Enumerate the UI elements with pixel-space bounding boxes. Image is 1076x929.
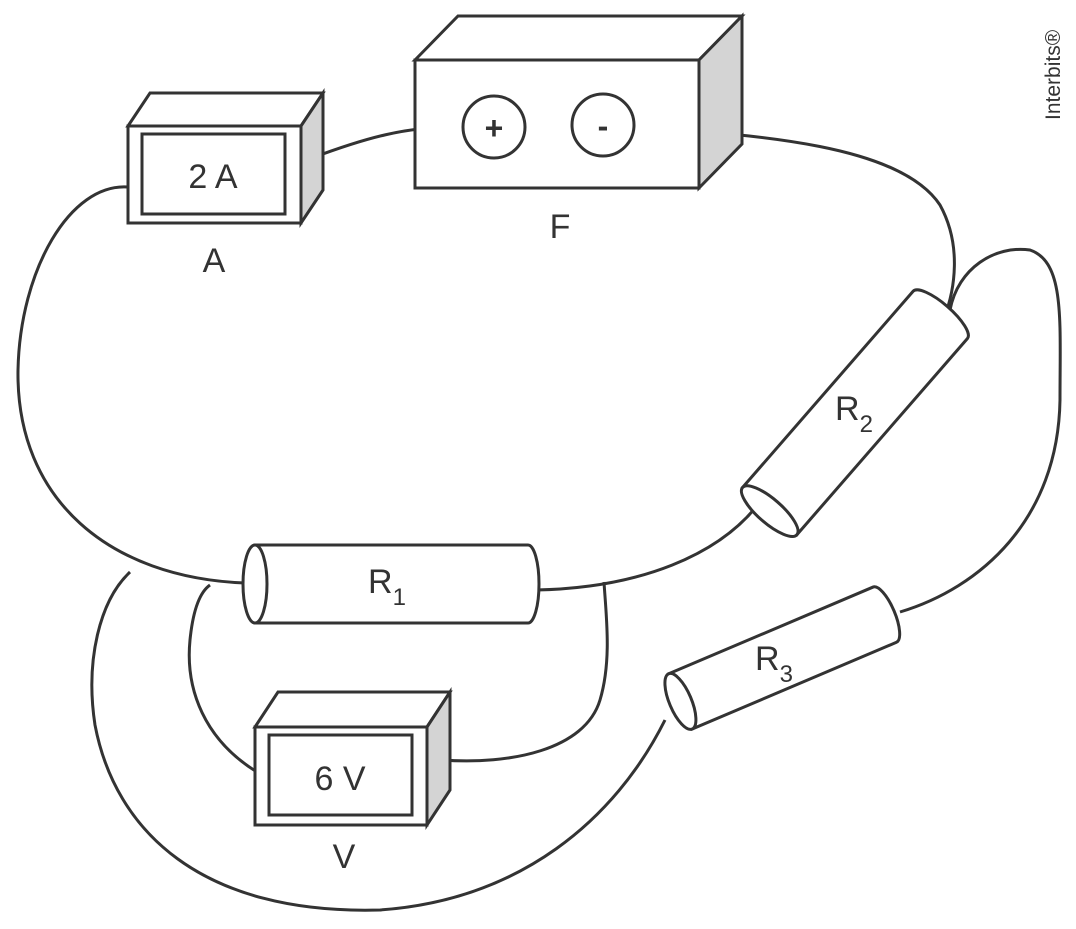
wire-voltmeter-to-r1-right — [441, 581, 609, 763]
voltmeter-reading: 6 V — [314, 760, 365, 798]
r1-label: R1 — [368, 563, 406, 611]
wire-voltmeter-to-r1-left — [187, 583, 258, 774]
ammeter-label: A — [203, 242, 226, 280]
wire-r2-to-r3 — [899, 247, 1062, 614]
r1-body — [253, 543, 541, 625]
r1-left-end — [241, 543, 269, 625]
watermark: Interbits® — [1042, 29, 1065, 120]
source-top-face — [411, 14, 746, 62]
resistor-r1: R1 — [241, 543, 541, 625]
wires — [16, 125, 1062, 912]
source-minus-sign: - — [598, 108, 609, 144]
resistor-r2 — [739, 288, 970, 538]
resistor-r3 — [663, 585, 902, 731]
r1-subscript: 1 — [393, 584, 406, 611]
r3-letter: R — [755, 640, 780, 678]
r3-body — [666, 585, 902, 731]
source-plus-terminal — [461, 94, 527, 160]
power-source: + - F — [411, 12, 746, 246]
r2-body — [740, 288, 970, 537]
ammeter-top-face — [125, 91, 326, 128]
ammeter-reading: 2 A — [188, 158, 237, 196]
voltmeter-label: V — [333, 838, 356, 876]
voltmeter: 6 V V — [252, 686, 453, 876]
wire-r1-to-r2 — [535, 501, 762, 592]
ammeter: 2 A A — [125, 88, 326, 280]
voltmeter-top-face — [252, 690, 453, 729]
source-minus-terminal — [570, 92, 636, 158]
r2-letter: R — [835, 390, 860, 428]
wire-r3-to-r1-bottom — [90, 570, 667, 912]
source-front-face — [413, 58, 701, 190]
r3-label: R3 — [755, 640, 793, 688]
ammeter-display — [140, 132, 287, 216]
r1-letter: R — [368, 563, 393, 601]
r3-subscript: 3 — [780, 661, 793, 688]
r2-bottom-end — [739, 484, 800, 538]
r2-subscript: 2 — [860, 411, 873, 438]
voltmeter-display — [267, 733, 414, 817]
r3-left-end — [663, 671, 698, 731]
r2-label: R2 — [835, 390, 873, 438]
source-plus-sign: + — [485, 110, 504, 146]
wire-ammeter-to-r1 — [16, 185, 246, 585]
source-label: F — [550, 208, 571, 246]
